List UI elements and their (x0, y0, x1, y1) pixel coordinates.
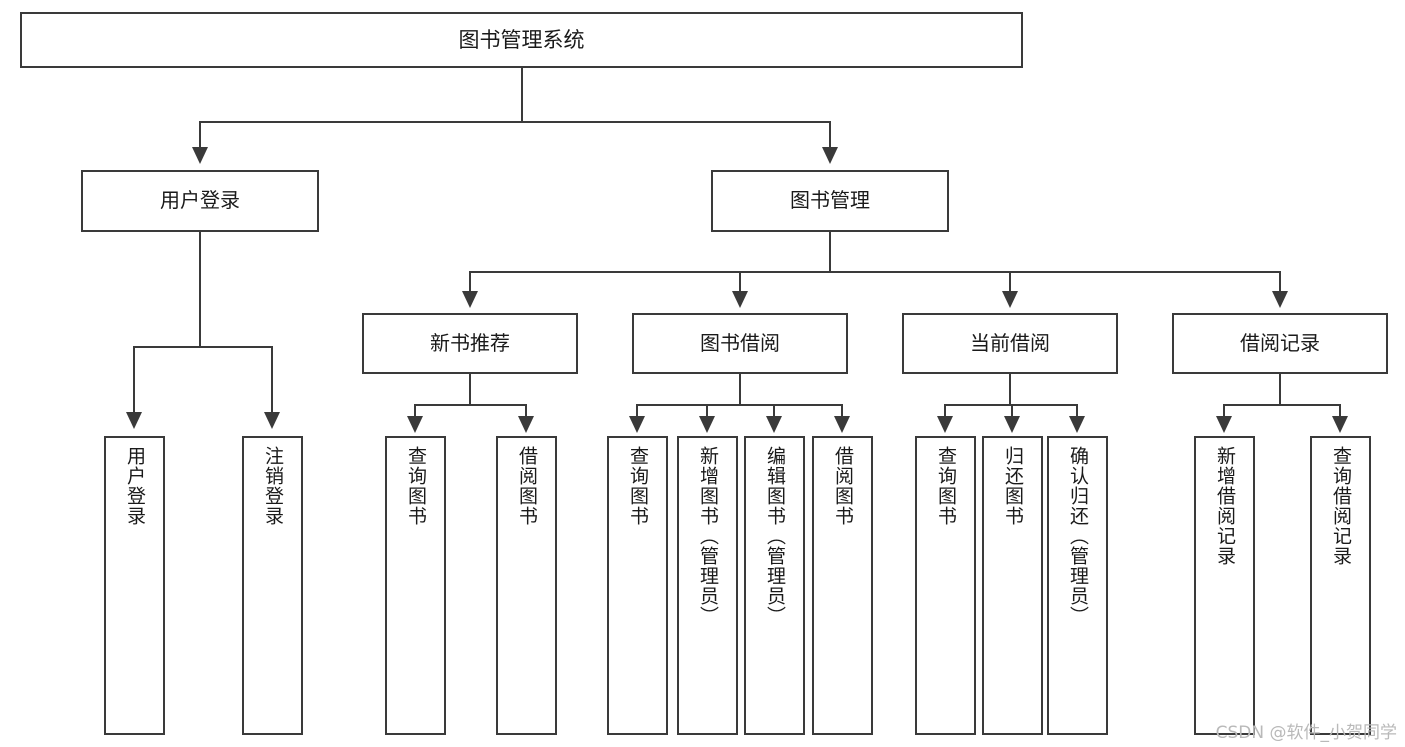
connector-to-current-borrow (1009, 271, 1011, 293)
leaf-label: 查询图书 (935, 446, 957, 526)
arrowhead-new-book (462, 291, 478, 308)
arrowhead-user-login (192, 147, 208, 164)
connector-current-borrow-to-leaf1 (944, 404, 946, 418)
leaf-user-login[interactable]: 用户登录 (104, 436, 165, 735)
connector-new-book-to-leaf1 (414, 404, 416, 418)
leaf-borrow-book-new[interactable]: 借阅图书 (496, 436, 557, 735)
leaf-label: 归还图书 (1002, 446, 1024, 526)
arrowhead-return-book (1004, 416, 1020, 433)
arrowhead-leaf-logout (264, 412, 280, 429)
leaf-label: 确认归还（管理员） (1067, 446, 1089, 626)
node-borrow-record[interactable]: 借阅记录 (1172, 313, 1388, 374)
connector-current-borrow-to-leaf3 (1076, 404, 1078, 418)
node-label: 图书管理系统 (458, 27, 585, 52)
leaf-return-book[interactable]: 归还图书 (982, 436, 1043, 735)
arrowhead-query-book-1 (407, 416, 423, 433)
connector-book-manage-bus (469, 271, 1281, 273)
node-label: 图书管理 (790, 188, 870, 213)
connector-user-login-bus (133, 346, 272, 348)
leaf-query-book-current[interactable]: 查询图书 (915, 436, 976, 735)
connector-user-login-to-leaf2 (271, 346, 273, 414)
leaf-label: 借阅图书 (832, 446, 854, 526)
arrowhead-book-borrow (732, 291, 748, 308)
connector-to-book-borrow (739, 271, 741, 293)
leaf-label: 查询借阅记录 (1330, 446, 1352, 566)
arrowhead-add-record (1216, 416, 1232, 433)
arrowhead-query-book-3 (937, 416, 953, 433)
connector-new-book-bus (414, 404, 527, 406)
node-label: 用户登录 (160, 188, 240, 213)
leaf-label: 查询图书 (405, 446, 427, 526)
leaf-label: 注销登录 (262, 446, 284, 526)
leaf-label: 新增图书（管理员） (697, 446, 719, 626)
connector-to-borrow-record (1279, 271, 1281, 293)
connector-new-book-to-leaf2 (525, 404, 527, 418)
connector-borrow-record-to-leaf2 (1339, 404, 1341, 418)
leaf-logout[interactable]: 注销登录 (242, 436, 303, 735)
arrowhead-current-borrow (1002, 291, 1018, 308)
arrowhead-query-record (1332, 416, 1348, 433)
leaf-add-borrow-record[interactable]: 新增借阅记录 (1194, 436, 1255, 735)
connector-book-borrow-to-leaf1 (636, 404, 638, 418)
leaf-label: 编辑图书（管理员） (764, 446, 786, 626)
arrowhead-edit-book (766, 416, 782, 433)
connector-borrow-record-stem (1279, 374, 1281, 406)
arrowhead-leaf-user-login (126, 412, 142, 429)
connector-book-borrow-to-leaf3 (773, 404, 775, 418)
node-book-management[interactable]: 图书管理 (711, 170, 949, 232)
arrowhead-borrow-book-1 (518, 416, 534, 433)
arrowhead-confirm-return (1069, 416, 1085, 433)
arrowhead-book-manage (822, 147, 838, 164)
leaf-add-book-admin[interactable]: 新增图书（管理员） (677, 436, 738, 735)
node-new-book-recommend[interactable]: 新书推荐 (362, 313, 578, 374)
node-current-borrow[interactable]: 当前借阅 (902, 313, 1118, 374)
arrowhead-add-book (699, 416, 715, 433)
arrowhead-borrow-record (1272, 291, 1288, 308)
node-label: 当前借阅 (970, 330, 1050, 355)
connector-root-to-book-manage (829, 121, 831, 149)
leaf-query-borrow-record[interactable]: 查询借阅记录 (1310, 436, 1371, 735)
connector-book-borrow-bus (636, 404, 843, 406)
leaf-label: 用户登录 (124, 446, 146, 526)
node-label: 借阅记录 (1240, 330, 1320, 355)
connector-book-manage-stem (829, 232, 831, 273)
connector-current-borrow-stem (1009, 374, 1011, 406)
leaf-confirm-return-admin[interactable]: 确认归还（管理员） (1047, 436, 1108, 735)
node-root-system[interactable]: 图书管理系统 (20, 12, 1023, 68)
leaf-borrow-book-borrow[interactable]: 借阅图书 (812, 436, 873, 735)
connector-current-borrow-to-leaf2 (1011, 404, 1013, 418)
node-label: 新书推荐 (430, 330, 510, 355)
connector-new-book-stem (469, 374, 471, 406)
connector-user-login-to-leaf1 (133, 346, 135, 414)
leaf-query-book-new[interactable]: 查询图书 (385, 436, 446, 735)
connector-book-borrow-stem (739, 374, 741, 406)
connector-borrow-record-bus (1223, 404, 1341, 406)
arrowhead-borrow-book-2 (834, 416, 850, 433)
node-book-borrow[interactable]: 图书借阅 (632, 313, 848, 374)
connector-book-borrow-to-leaf2 (706, 404, 708, 418)
connector-to-new-book (469, 271, 471, 293)
node-user-login[interactable]: 用户登录 (81, 170, 319, 232)
connector-root-stem (521, 68, 523, 122)
connector-borrow-record-to-leaf1 (1223, 404, 1225, 418)
leaf-label: 借阅图书 (516, 446, 538, 526)
connector-root-to-user-login (199, 121, 201, 149)
leaf-edit-book-admin[interactable]: 编辑图书（管理员） (744, 436, 805, 735)
node-label: 图书借阅 (700, 330, 780, 355)
connector-book-borrow-to-leaf4 (841, 404, 843, 418)
leaf-label: 查询图书 (627, 446, 649, 526)
connector-root-bus (199, 121, 831, 123)
arrowhead-query-book-2 (629, 416, 645, 433)
leaf-query-book-borrow[interactable]: 查询图书 (607, 436, 668, 735)
leaf-label: 新增借阅记录 (1214, 446, 1236, 566)
connector-user-login-stem (199, 232, 201, 347)
